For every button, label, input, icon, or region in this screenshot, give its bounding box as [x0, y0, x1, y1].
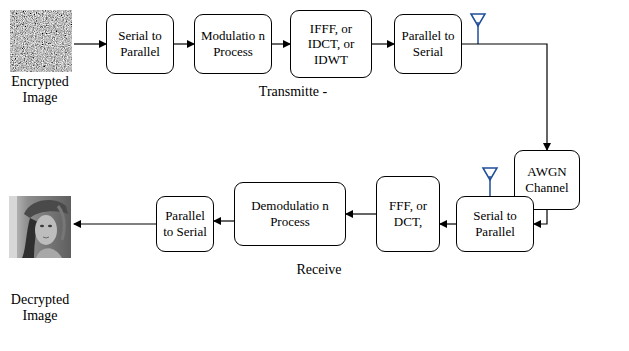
box-label: Demodulatio n Process [239, 198, 341, 229]
flow-arrow [272, 43, 290, 44]
serial-parallel-box: Serial to Parallel [456, 196, 534, 252]
box-label: AWGN Channel [519, 164, 575, 195]
image-caption: Decrypted Image [6, 292, 74, 324]
flow-arrow [74, 223, 156, 224]
box-label: Serial to Parallel [111, 28, 169, 59]
box-label: Modulatio n Process [199, 28, 267, 59]
inverse-transform-box: IFFF, or IDCT, or IDWT [290, 10, 372, 78]
encrypted-image: Encrypted Image [6, 10, 74, 106]
transform-box: FFF, or DCT, [376, 176, 440, 252]
antenna-symbol [471, 14, 485, 44]
section-label: Receive [284, 262, 354, 279]
flow-arrow [214, 220, 234, 221]
flow-arrow [372, 43, 394, 44]
demodulation-box: Demodulatio n Process [234, 182, 346, 246]
flow-arrow [534, 210, 547, 224]
flow-arrow [74, 43, 106, 44]
noise-image [10, 10, 72, 72]
flow-arrow [174, 43, 194, 44]
box-label: Parallel to Serial [399, 28, 457, 59]
modulation-box: Modulatio n Process [194, 14, 272, 74]
box-label: IFFF, or IDCT, or IDWT [295, 21, 367, 68]
decrypted-image: Decrypted Image [6, 196, 74, 324]
box-label: Parallel to Serial [161, 208, 209, 239]
section-label: Transmitte - [258, 84, 328, 101]
flow-arrow [462, 44, 547, 150]
parallel-serial-box: Parallel to Serial [394, 14, 462, 74]
box-label: FFF, or DCT, [381, 198, 435, 229]
serial-parallel-box: Serial to Parallel [106, 14, 174, 74]
flow-arrow [346, 213, 376, 214]
box-label: Serial to Parallel [461, 208, 529, 239]
flow-arrow [440, 223, 456, 224]
parallel-serial-box: Parallel to Serial [156, 196, 214, 252]
image-caption: Encrypted Image [6, 74, 74, 106]
antenna-symbol [483, 168, 497, 196]
portrait-image [9, 196, 71, 258]
